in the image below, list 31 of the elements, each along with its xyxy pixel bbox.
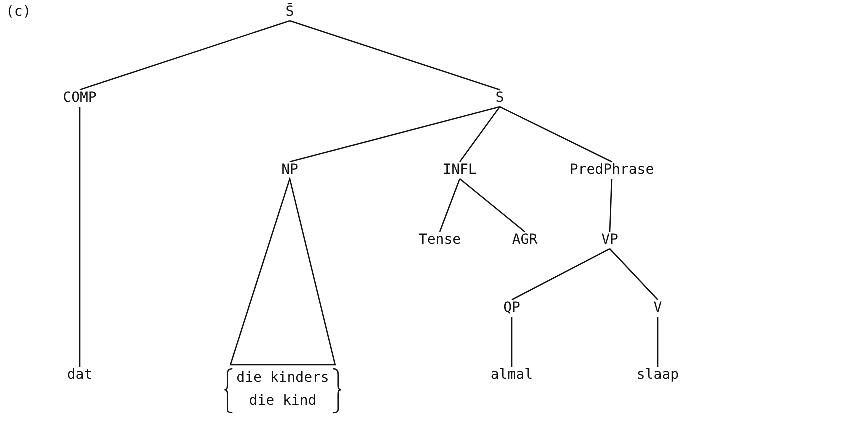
- category-label: AGR: [512, 232, 538, 249]
- category-label: dat: [67, 367, 93, 384]
- category-label: PredPhrase: [570, 162, 654, 179]
- branch-line: [610, 248, 658, 300]
- category-label: slaap: [636, 367, 680, 384]
- category-label: Tense: [418, 232, 462, 249]
- category-label: S̄: [286, 4, 294, 21]
- category-label: COMP: [63, 90, 97, 107]
- category-label: VP: [602, 232, 618, 249]
- branch-line: [79, 107, 81, 367]
- branch-line: [290, 106, 500, 163]
- category-label: almal: [490, 367, 534, 384]
- branch-line: [80, 20, 290, 91]
- branch-line: [512, 248, 610, 301]
- branch-line: [511, 317, 513, 367]
- branch-line: [609, 178, 613, 232]
- category-label: S: [496, 90, 504, 107]
- branch-line: [459, 106, 501, 162]
- branch-line: [500, 106, 612, 163]
- category-label: INFL: [443, 162, 477, 179]
- word-form: die kinders: [236, 369, 330, 388]
- triangle-branch: [230, 176, 336, 366]
- category-label: V: [654, 300, 662, 317]
- branch-line: [439, 178, 461, 232]
- category-label: NP: [282, 162, 298, 179]
- branch-line: [290, 20, 500, 91]
- word-form: die kind: [248, 392, 318, 411]
- branch-line: [460, 178, 526, 232]
- category-label: QP: [504, 300, 520, 317]
- branch-line: [657, 317, 659, 367]
- panel-label: (c): [6, 4, 32, 20]
